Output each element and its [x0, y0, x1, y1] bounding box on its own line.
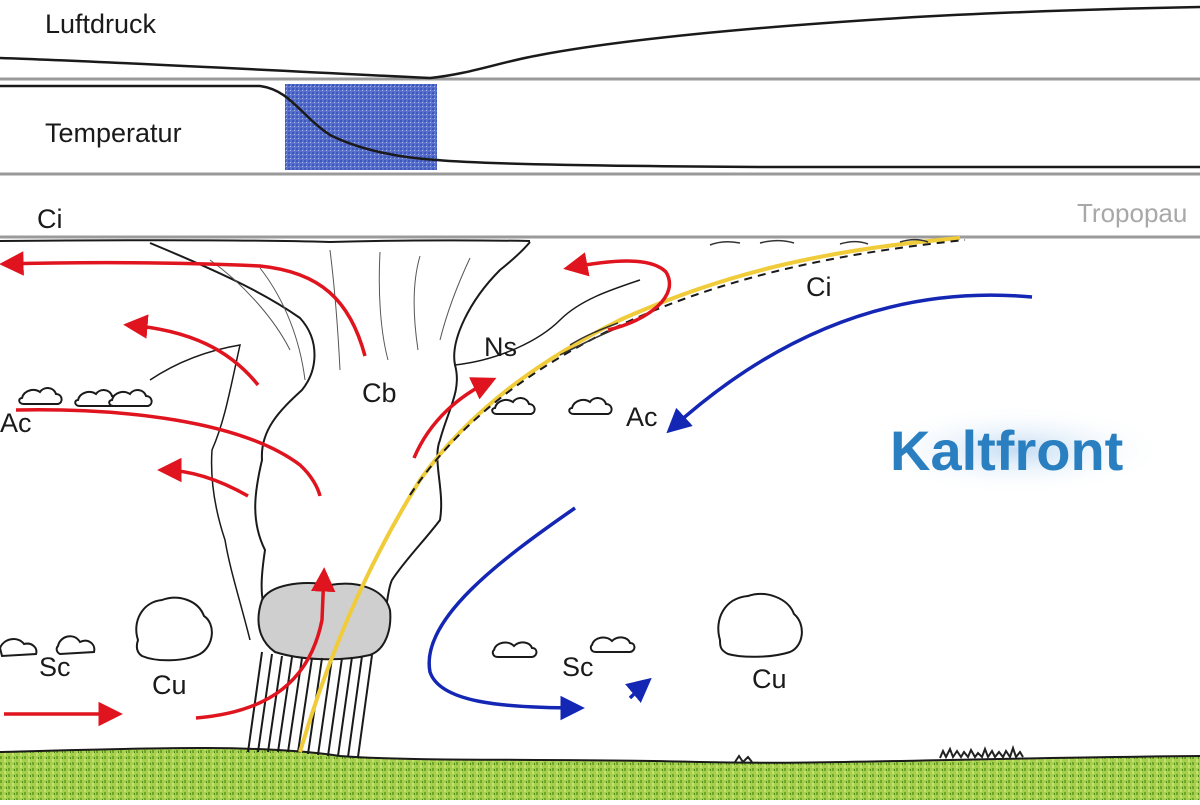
- pressure-panel: Luftdruck: [0, 5, 1200, 81]
- ground-line: [0, 747, 1200, 764]
- front-line-yellow: [298, 236, 961, 753]
- ac-cloud: [74, 389, 119, 407]
- pressure-label: Luftdruck: [45, 9, 157, 39]
- small-clouds: [0, 387, 803, 662]
- anvil-top: [0, 239, 531, 244]
- label-ci-right: Ci: [806, 272, 832, 302]
- ground-surface: [0, 748, 1200, 800]
- warm-air-arrow: [195, 567, 336, 720]
- tropopause: Tropopau: [0, 198, 1200, 239]
- temperature-panel: Temperatur: [0, 84, 1200, 176]
- label-ac-right: Ac: [626, 402, 658, 432]
- warm-air-arrow: [563, 252, 672, 332]
- cirrus-streaks: [559, 239, 929, 356]
- cold-air-shading: [285, 84, 437, 170]
- sc-cloud: [55, 635, 96, 656]
- rain-shaft: [247, 651, 373, 758]
- cold-air-arrows: [427, 293, 1033, 721]
- diagram-title: Kaltfront: [868, 405, 1168, 495]
- warm-air-arrow: [15, 408, 322, 497]
- label-sc-left: Sc: [39, 652, 71, 682]
- sc-cloud: [589, 636, 636, 653]
- sc-cloud: [0, 638, 38, 658]
- cu-cloud: [135, 596, 213, 662]
- ground: [0, 744, 1200, 800]
- tropopause-label: Tropopau: [1077, 198, 1187, 228]
- ac-cloud: [18, 387, 63, 405]
- title-glow: [868, 405, 1168, 495]
- ac-cloud: [491, 397, 536, 415]
- shrubs: [734, 744, 1024, 764]
- cloud-labels: Ci Ci Cb Ns Ac Ac Sc Sc Cu Cu: [0, 204, 832, 700]
- cold-air-arrow: [625, 677, 652, 703]
- label-sc-right: Sc: [562, 652, 594, 682]
- label-ci-top: Ci: [37, 204, 63, 234]
- temperature-label: Temperatur: [45, 118, 182, 148]
- title-text: Kaltfront: [890, 419, 1123, 482]
- label-cu-right: Cu: [752, 664, 787, 694]
- cold-air-arrow: [666, 293, 1033, 434]
- cloud-right-fringe: [454, 279, 641, 366]
- warm-air-arrow: [123, 314, 260, 387]
- label-cb: Cb: [362, 378, 397, 408]
- warm-air-arrows: [0, 251, 672, 727]
- warm-air-arrow: [0, 251, 367, 357]
- warm-air-arrow: [157, 457, 249, 498]
- ac-cloud: [108, 389, 153, 407]
- cloud-inner-texture: [209, 249, 471, 381]
- cumulonimbus-cloud: [0, 239, 641, 661]
- cold-air-arrow: [427, 506, 585, 721]
- cloud-left-fringe: [149, 344, 251, 641]
- warm-air-arrow: [412, 377, 497, 459]
- ac-cloud: [568, 397, 613, 415]
- label-ns: Ns: [484, 332, 517, 362]
- sc-cloud: [491, 641, 538, 658]
- label-ac-left: Ac: [0, 408, 32, 438]
- cu-cloud: [717, 593, 803, 658]
- pressure-curve: [0, 5, 1200, 80]
- temperature-curve: [0, 84, 1200, 169]
- label-cu-left: Cu: [152, 670, 187, 700]
